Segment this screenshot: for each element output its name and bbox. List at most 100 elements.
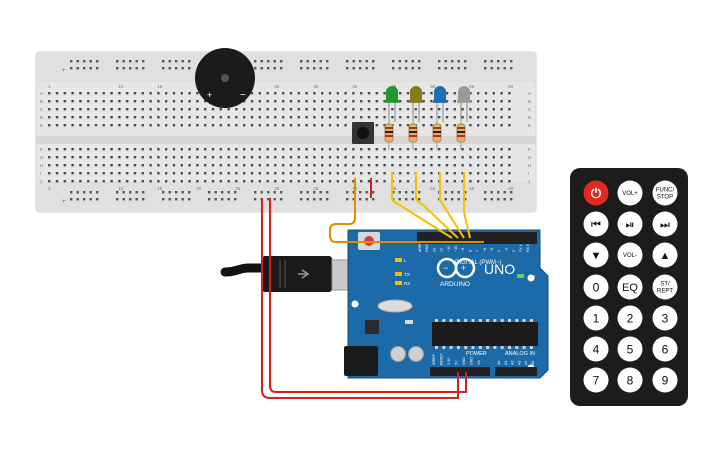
- breadboard-hole: [126, 180, 129, 183]
- remote-button-num-5[interactable]: 5: [617, 336, 643, 362]
- breadboard-hole: [94, 156, 98, 159]
- breadboard-hole: [219, 180, 222, 183]
- breadboard-hole: [500, 148, 503, 151]
- led-blue[interactable]: [433, 86, 447, 122]
- piezo-buzzer[interactable]: + −: [195, 48, 255, 108]
- rail-hole: [168, 60, 171, 63]
- breadboard-hole: [492, 180, 495, 183]
- breadboard-hole: [87, 124, 90, 127]
- remote-button-play-pause[interactable]: ⏯: [617, 211, 643, 237]
- rail-hole: [313, 198, 316, 201]
- rail-hole: [129, 198, 132, 201]
- breadboard-hole: [126, 148, 129, 151]
- breadboard-hole: [211, 116, 215, 119]
- breadboard-hole: [336, 180, 339, 183]
- breadboard-hole: [71, 148, 74, 151]
- rail-hole: [398, 191, 401, 194]
- pushbutton[interactable]: [352, 122, 374, 144]
- remote-button-label: 5: [627, 342, 634, 356]
- column-number: 55: [469, 186, 475, 191]
- resistor[interactable]: [384, 118, 394, 150]
- remote-button-num-6[interactable]: 6: [652, 336, 678, 362]
- dc-power-jack[interactable]: [344, 346, 378, 376]
- remote-button-label: 1: [593, 311, 600, 325]
- remote-button-eq[interactable]: EQ: [617, 274, 643, 300]
- rail-hole: [372, 198, 375, 201]
- breadboard-hole: [63, 172, 66, 175]
- remote-button-face: [617, 274, 643, 300]
- breadboard-hole: [157, 116, 160, 119]
- remote-button-vol-down[interactable]: VOL-: [617, 242, 643, 268]
- resistor[interactable]: [456, 118, 466, 150]
- breadboard-hole: [336, 156, 339, 159]
- breadboard-hole: [328, 148, 332, 151]
- remote-button-vol-up[interactable]: VOL+: [617, 180, 643, 206]
- breadboard-hole: [321, 172, 324, 175]
- breadboard-hole: [172, 180, 176, 183]
- breadboard-hole: [172, 92, 176, 95]
- remote-button-num-4[interactable]: 4: [583, 336, 609, 362]
- breadboard-hole: [500, 180, 503, 183]
- remote-button-label: VOL+: [622, 191, 638, 197]
- remote-button-num-2[interactable]: 2: [617, 305, 643, 331]
- remote-button-prev[interactable]: ⏮: [583, 211, 609, 237]
- remote-button-num-3[interactable]: 3: [652, 305, 678, 331]
- rail-hole: [451, 60, 454, 63]
- remote-button-face: [617, 367, 643, 393]
- breadboard-hole: [453, 116, 456, 119]
- breadboard-hole: [55, 164, 59, 167]
- rail-hole: [168, 67, 171, 70]
- breadboard-hole: [422, 108, 425, 111]
- remote-button-up[interactable]: ▲: [652, 242, 678, 268]
- breadboard-hole: [196, 92, 199, 95]
- analog-pin-label: A2: [511, 361, 515, 365]
- breadboard-hole: [352, 156, 355, 159]
- remote-button-face: [617, 211, 643, 237]
- rail-hole: [306, 191, 309, 194]
- breadboard-hole: [453, 172, 456, 175]
- breadboard-hole: [484, 124, 488, 127]
- breadboard-hole: [500, 116, 503, 119]
- breadboard-hole: [328, 116, 332, 119]
- remote-button-num-7[interactable]: 7: [583, 367, 609, 393]
- rail-hole: [464, 198, 467, 201]
- rail-hole: [175, 198, 178, 201]
- resistor[interactable]: [408, 118, 418, 150]
- breadboard-hole: [469, 164, 472, 167]
- remote-button-num-1[interactable]: 1: [583, 305, 609, 331]
- remote-button-power[interactable]: ⏻: [583, 180, 609, 206]
- wire-yellow-1: [391, 172, 453, 239]
- breadboard-hole: [118, 164, 121, 167]
- rail-hole: [96, 60, 99, 63]
- remote-button-down[interactable]: ▼: [583, 242, 609, 268]
- breadboard-hole: [313, 124, 316, 127]
- rail-hole: [464, 60, 467, 63]
- rail-hole: [300, 60, 303, 63]
- remote-button-st-rept[interactable]: ST/REPT: [652, 274, 678, 300]
- remote-button-num-8[interactable]: 8: [617, 367, 643, 393]
- breadboard-hole: [282, 180, 285, 183]
- rail-hole: [392, 191, 395, 194]
- remote-button-label: ⏯: [626, 219, 635, 231]
- remote-button-num-0[interactable]: 0: [583, 274, 609, 300]
- breadboard-hole: [453, 164, 456, 167]
- remote-button-num-9[interactable]: 9: [652, 367, 678, 393]
- breadboard-hole: [344, 148, 347, 151]
- breadboard-hole: [492, 124, 495, 127]
- resistor[interactable]: [432, 118, 442, 150]
- power-pin-label: GND: [462, 357, 466, 365]
- remote-button-func-stop[interactable]: FUNC/STOP: [652, 180, 678, 206]
- remote-button-next[interactable]: ⏭: [652, 211, 678, 237]
- remote-button-face: [583, 274, 609, 300]
- rail-hole: [267, 198, 270, 201]
- breadboard-hole: [126, 124, 129, 127]
- breadboard-hole: [110, 164, 113, 167]
- breadboard-hole: [180, 156, 183, 159]
- breadboard-hole: [87, 156, 90, 159]
- breadboard-hole: [477, 116, 480, 119]
- breadboard-hole: [383, 116, 386, 119]
- rail-hole: [490, 60, 493, 63]
- breadboard-hole: [250, 156, 254, 159]
